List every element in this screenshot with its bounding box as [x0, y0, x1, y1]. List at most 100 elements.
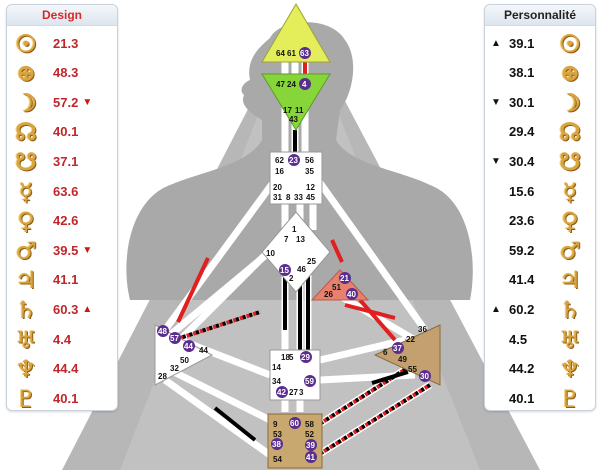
mercury-icon: ☿ — [18, 176, 34, 206]
direction-arrow-icon: ▲ — [491, 37, 501, 49]
gate-18: 28 — [158, 372, 167, 381]
personality-row: 4.5 ♅ — [489, 324, 583, 354]
g-center — [261, 211, 331, 293]
personality-value: 4.5 — [509, 331, 528, 347]
gate-25: 25 — [307, 257, 316, 266]
design-row: ♇40.1 — [13, 384, 82, 413]
personality-value: 23.6 — [509, 213, 535, 229]
personality-value: 30.4 — [509, 153, 535, 169]
saturn-icon: ♄ — [15, 294, 37, 324]
neptune-icon: ♆ — [559, 354, 581, 384]
ajna-center — [261, 73, 331, 131]
personality-value: 29.4 — [509, 124, 535, 140]
gate-14: 5 — [289, 353, 294, 362]
design-row: ☽57.2▼ — [13, 87, 92, 117]
south-node-icon: ☋ — [15, 146, 37, 176]
gate-6: 6 — [383, 348, 388, 357]
gate-1: 1 — [292, 225, 297, 234]
personality-row: ▼30.1☽ — [489, 88, 583, 117]
personality-row: 59.2♂ — [489, 235, 583, 265]
gate-20: 20 — [273, 183, 282, 192]
design-row: ☿63.6 — [13, 176, 82, 206]
north-node-icon: ☊ — [15, 117, 37, 147]
personality-row: 40.1♇ — [489, 384, 583, 413]
gate-48: 48 — [158, 327, 167, 336]
gate-10: 10 — [266, 249, 275, 258]
gate-34: 14 — [272, 363, 281, 372]
gate-5: 18 — [281, 353, 290, 362]
gate-30: 30 — [420, 372, 429, 381]
gate-16: 16 — [275, 167, 284, 176]
personality-row: 44.2 ♆ — [489, 354, 583, 384]
design-value: 44.4 — [53, 361, 79, 377]
active-gates: 63 4 23 15 21 40 37 30 29 59 42 60 38 39… — [157, 47, 431, 463]
gate-8: 8 — [286, 193, 291, 202]
personality-value: 30.1 — [509, 94, 535, 110]
personality-panel-title: Personnalité — [485, 5, 595, 26]
personality-panel: Personnalité ▲39.1☉38.1⊕▼30.1☽29.4☊▼30.4… — [484, 4, 596, 413]
design-value: 21.3 — [53, 35, 79, 51]
personality-row: 23.6♀ — [489, 206, 583, 235]
gate-labels: 64 61 47 24 17 11 43 62 16 56 35 20 31 8… — [158, 49, 427, 464]
gate-7: 7 — [284, 235, 289, 244]
gate-62: 62 — [275, 156, 284, 165]
uranus-icon: ♅ — [559, 324, 581, 354]
gate-55: 55 — [408, 365, 417, 374]
gate-50: 44 — [199, 346, 208, 355]
gate-47: 47 — [276, 80, 285, 89]
gate-2: 2 — [289, 274, 294, 283]
jupiter-icon: ♃ — [15, 265, 37, 295]
venus-icon: ♀ — [17, 206, 35, 236]
mars-icon: ♂ — [15, 235, 37, 265]
design-row: ♄60.3▲ — [13, 294, 92, 324]
earth-icon: ⊕ — [15, 58, 37, 88]
gate-57: 57 — [170, 334, 179, 343]
personality-value: 38.1 — [509, 65, 535, 81]
personality-value: 15.6 — [509, 183, 535, 199]
personality-value: 41.4 — [509, 272, 535, 288]
gate-51: 51 — [332, 283, 341, 292]
personality-row: 29.4 ☊ — [489, 117, 583, 147]
gate-23: 23 — [289, 156, 298, 165]
gate-38: 38 — [272, 440, 281, 449]
design-row: ♃ 41.1 — [13, 265, 82, 295]
gate-42: 42 — [277, 388, 286, 397]
jupiter-icon: ♃ — [559, 265, 581, 295]
sun-icon: ☉ — [559, 28, 581, 58]
gate-61: 61 — [287, 49, 296, 58]
gate-3: 27 — [289, 388, 298, 397]
gate-35: 35 — [305, 167, 314, 176]
gate-19: 52 — [305, 430, 314, 439]
gate-4: 4 — [302, 80, 307, 89]
gate-64: 64 — [276, 49, 285, 58]
gate-63: 63 — [300, 49, 309, 58]
gate-52: 58 — [305, 420, 314, 429]
gate-27: 34 — [272, 377, 281, 386]
saturn-icon: ♄ — [559, 294, 581, 324]
design-value: 37.1 — [53, 153, 79, 169]
design-value: 41.1 — [53, 272, 79, 288]
design-value: 42.6 — [53, 213, 79, 229]
north-node-icon: ☊ — [559, 117, 581, 147]
mars-icon: ♂ — [559, 235, 581, 265]
gate-39: 39 — [306, 441, 315, 450]
gate-15: 15 — [280, 266, 289, 275]
gate-46: 46 — [297, 265, 306, 274]
personality-value: 60.2 — [509, 301, 535, 317]
moon-icon: ☽ — [15, 87, 37, 117]
gate-49: 49 — [398, 355, 407, 364]
design-row: ☉21.3 — [13, 29, 82, 58]
south-node-icon: ☋ — [559, 146, 581, 176]
design-row: ☊ 40.1 — [13, 117, 82, 147]
gate-36: 36 — [418, 325, 427, 334]
gate-32: 50 — [180, 356, 189, 365]
personality-value: 44.2 — [509, 361, 535, 377]
personality-value: 40.1 — [509, 390, 535, 406]
spleen-center — [154, 324, 214, 386]
gate-31: 31 — [273, 193, 282, 202]
gate-41: 41 — [306, 453, 315, 462]
gate-40: 40 — [347, 290, 356, 299]
design-value: 40.1 — [53, 124, 79, 140]
solar-plexus-center — [373, 324, 441, 386]
gate-24: 24 — [287, 80, 296, 89]
